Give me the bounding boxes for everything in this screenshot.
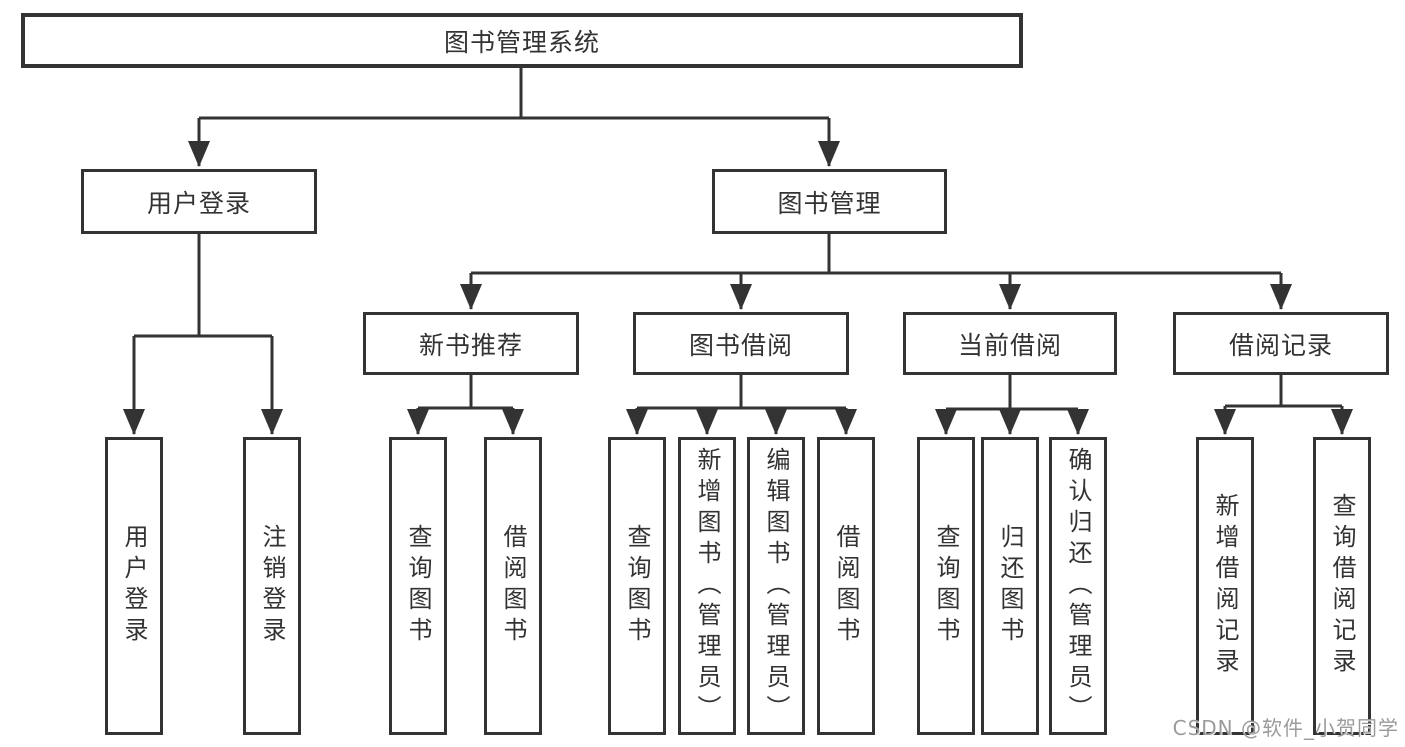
node-current-borrowing: 当前借阅 [903, 312, 1117, 375]
node-user-login: 用户登录 [81, 169, 317, 234]
connector-paths [123, 66, 1353, 435]
leaf-label: 查询图书 [932, 524, 960, 648]
node-borrow-records: 借阅记录 [1173, 312, 1389, 375]
leaf-label: 借阅图书 [499, 524, 527, 648]
leaf-label: 查询借阅记录 [1328, 493, 1356, 679]
node-label: 新书推荐 [418, 330, 523, 360]
node-label: 图书管理 [777, 188, 882, 218]
leaf-label: 注销登录 [258, 524, 286, 648]
node-label: 图书管理系统 [443, 27, 600, 57]
leaf-label: 归还图书 [996, 524, 1024, 648]
leaf-confirm-return-admin: 确认归还（管理员） [1049, 437, 1107, 735]
leaf-label: 确认归还（管理员） [1064, 446, 1092, 726]
leaf-query-books-3: 查询图书 [917, 437, 975, 735]
node-label: 用户登录 [146, 188, 251, 218]
node-library-system: 图书管理系统 [21, 13, 1023, 68]
leaf-add-books-admin: 新增图书（管理员） [678, 437, 736, 735]
node-label: 当前借阅 [957, 330, 1062, 360]
leaf-label: 用户登录 [120, 524, 148, 648]
leaf-user-login: 用户登录 [105, 437, 163, 735]
leaf-query-borrow-record: 查询借阅记录 [1313, 437, 1371, 735]
leaf-label: 新增图书（管理员） [693, 446, 721, 726]
leaf-label: 查询图书 [404, 524, 432, 648]
node-new-book-recommend: 新书推荐 [363, 312, 579, 375]
leaf-query-books-1: 查询图书 [389, 437, 447, 735]
leaf-logout: 注销登录 [243, 437, 301, 735]
leaf-borrow-books-1: 借阅图书 [484, 437, 542, 735]
leaf-query-books-2: 查询图书 [608, 437, 666, 735]
node-label: 图书借阅 [688, 330, 793, 360]
leaf-label: 编辑图书（管理员） [762, 446, 790, 726]
leaf-label: 查询图书 [623, 524, 651, 648]
leaf-edit-books-admin: 编辑图书（管理员） [747, 437, 805, 735]
leaf-borrow-books-2: 借阅图书 [817, 437, 875, 735]
leaf-return-books: 归还图书 [981, 437, 1039, 735]
node-book-management: 图书管理 [712, 169, 947, 234]
leaf-label: 新增借阅记录 [1211, 493, 1239, 679]
node-book-borrowing: 图书借阅 [633, 312, 849, 375]
leaf-label: 借阅图书 [832, 524, 860, 648]
leaf-add-borrow-record: 新增借阅记录 [1196, 437, 1254, 735]
node-label: 借阅记录 [1228, 330, 1333, 360]
